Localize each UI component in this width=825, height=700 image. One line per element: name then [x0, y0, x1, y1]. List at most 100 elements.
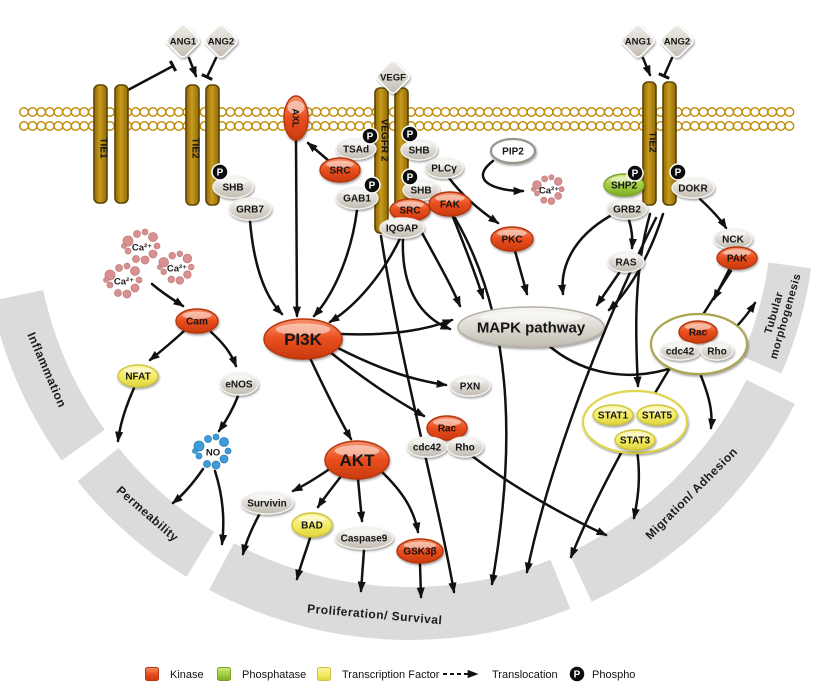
cluster-dot	[168, 251, 176, 260]
ligand-label-ang1-left: ANG1	[170, 37, 197, 48]
node-rac-mid: Rac	[426, 415, 468, 441]
lipid-ring	[492, 106, 503, 117]
arrow-ca-to-cam	[150, 282, 185, 308]
arrow-fak-to-mapk	[451, 215, 485, 300]
lipid-ring	[569, 120, 580, 131]
phospho-letter: P	[367, 132, 374, 143]
arrow-src-activates-axl	[306, 141, 331, 163]
cluster-dot	[158, 257, 169, 268]
lipid-ring	[517, 106, 528, 117]
node-label-src-left: SRC	[329, 166, 350, 177]
ligand-ang2-right: ANG2	[660, 24, 694, 58]
cluster-dot	[547, 197, 556, 205]
arrow-caspase9-to-arc	[357, 548, 366, 593]
lipid-ring	[707, 106, 718, 117]
cluster-ca-cluster-1: Ca²⁺	[121, 228, 161, 265]
node-label-nck: NCK	[722, 235, 744, 246]
lipid-ring	[784, 120, 795, 131]
lipid-ring	[320, 106, 331, 117]
node-highlight	[666, 343, 694, 350]
lipid-ring	[500, 106, 511, 117]
cluster-dot	[124, 247, 132, 255]
node-cdc42-mid: cdc42	[406, 436, 448, 458]
lipid-ring	[36, 120, 47, 131]
node-label-stat3: STAT3	[620, 436, 651, 447]
node-label-src-right: SRC	[399, 206, 420, 217]
lipid-ring	[53, 120, 64, 131]
cluster-ca-cluster-3: Ca²⁺	[157, 250, 195, 285]
node-caspase9: Caspase9	[334, 526, 394, 550]
phospho-badge: P	[626, 164, 644, 182]
node-stat5: STAT5	[636, 404, 678, 426]
phospho-badge: P	[361, 127, 379, 145]
node-highlight	[435, 194, 465, 202]
arrow-no-to-proliferation	[213, 469, 228, 546]
arrow-cam-to-enos	[209, 330, 238, 368]
lipid-ring	[363, 106, 374, 117]
lipid-ring	[586, 106, 597, 117]
lipid-ring	[251, 106, 262, 117]
lipid-ring	[457, 120, 468, 131]
node-highlight	[479, 311, 583, 324]
node-highlight	[452, 439, 478, 446]
arrow-ang1-activates-tie2-right	[641, 56, 652, 77]
node-src-left: SRC	[319, 157, 361, 183]
node-label-shb-vegfr2-mid: SHB	[410, 186, 431, 197]
lipid-ring	[595, 120, 606, 131]
lipid-ring	[724, 106, 735, 117]
lipid-ring	[147, 120, 158, 131]
lipid-ring	[724, 120, 735, 131]
node-label-caspase9: Caspase9	[341, 534, 388, 545]
lipid-ring	[242, 106, 253, 117]
lipid-ring	[474, 120, 485, 131]
lipid-ring	[509, 120, 520, 131]
cluster-dot	[122, 235, 134, 247]
lipid-ring	[681, 120, 692, 131]
node-bad: BAD	[291, 512, 333, 538]
cluster-dot	[193, 440, 205, 452]
node-highlight	[684, 323, 712, 331]
arrow-survivin-to-arc	[241, 513, 261, 556]
lipid-ring	[53, 106, 64, 117]
lipid-ring	[173, 106, 184, 117]
node-highlight	[705, 343, 729, 350]
node-plc-gamma: PLCγ	[424, 157, 464, 179]
phospho-letter: P	[632, 169, 639, 180]
arrow-pi3k-to-rac	[328, 350, 426, 418]
lipid-ring	[414, 106, 425, 117]
lipid-ring	[535, 120, 546, 131]
node-dokr: DOKR	[671, 177, 715, 199]
cluster-label-ca-cluster-3: Ca²⁺	[167, 264, 187, 275]
ligand-diamond	[621, 24, 655, 58]
node-highlight	[403, 541, 437, 549]
lipid-ring	[156, 120, 167, 131]
node-label-rac-mid: Rac	[438, 424, 457, 435]
node-label-ras: RAS	[615, 258, 636, 269]
node-label-grb7: GRB7	[236, 205, 264, 216]
cluster-dot	[130, 266, 140, 276]
lipid-ring	[612, 120, 623, 131]
cluster-label-ca-cluster-1: Ca²⁺	[132, 243, 152, 254]
lipid-ring	[629, 120, 640, 131]
node-cam: Cam	[175, 308, 219, 334]
lipid-ring	[784, 106, 795, 117]
receptor-bar	[642, 81, 657, 206]
lipid-ring	[130, 120, 141, 131]
lipid-ring	[130, 106, 141, 117]
lipid-ring	[758, 106, 769, 117]
lipid-ring	[560, 106, 571, 117]
cluster-dot	[167, 275, 175, 284]
legend-translocation-label: Translocation	[492, 669, 558, 681]
node-highlight	[678, 180, 708, 187]
lipid-ring	[526, 106, 537, 117]
cluster-dot	[141, 228, 149, 236]
lipid-ring	[715, 106, 726, 117]
lipid-ring	[79, 120, 90, 131]
node-pi3k: PI3K	[263, 318, 343, 360]
legend-tf: Transcription Factor	[317, 667, 440, 681]
ligand-label-ang2-right: ANG2	[664, 37, 690, 48]
node-label-dokr: DOKR	[678, 184, 708, 195]
lipid-ring	[268, 120, 279, 131]
node-highlight	[326, 160, 354, 168]
